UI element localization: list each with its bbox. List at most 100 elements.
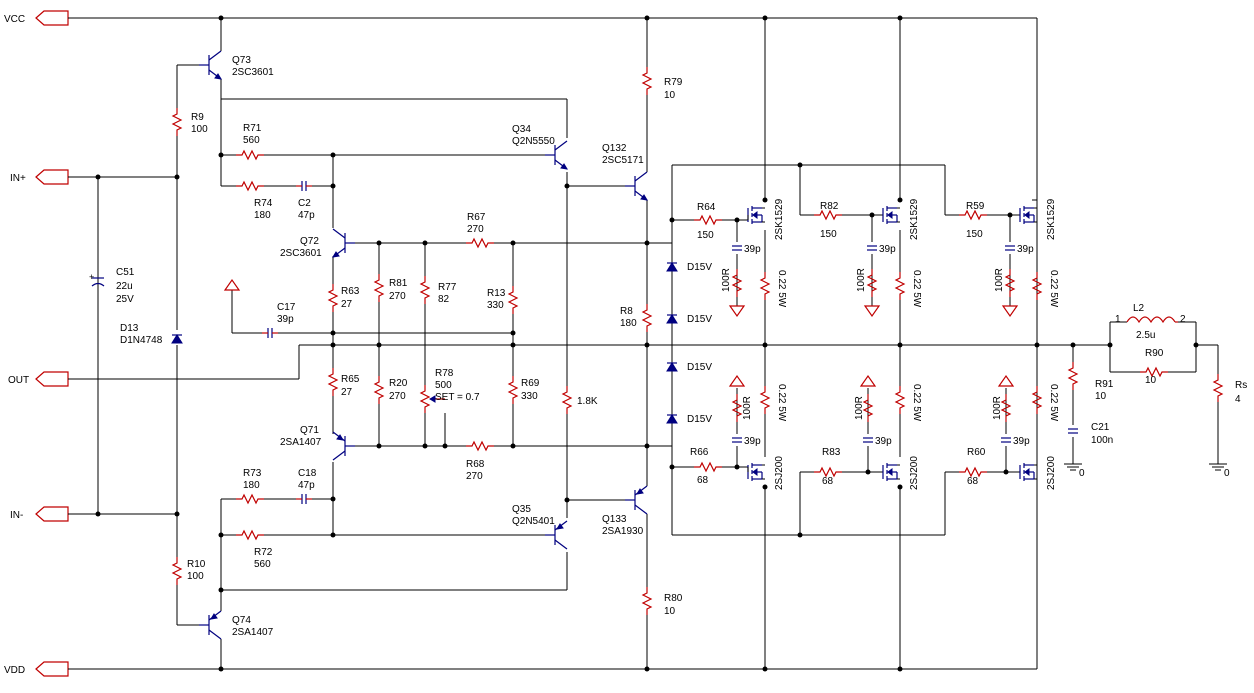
gate-res-lower: 100R 100R 100R	[729, 375, 1014, 423]
q74-ref: Q74	[232, 615, 251, 626]
c17-value: 39p	[277, 314, 294, 325]
q73-part: 2SC3601	[232, 67, 274, 78]
port-vcc: VCC	[4, 10, 69, 26]
r81-value: 270	[389, 291, 406, 302]
rs-load-resistor: Rs 4	[1213, 373, 1247, 405]
r8-ref: R8	[620, 306, 633, 317]
q132-part: 2SC5171	[602, 155, 644, 166]
gate-cap-label-5: 39p	[875, 436, 892, 447]
n-fet-2-part: 2SK1529	[909, 198, 920, 240]
c17-capacitor: C17 39p	[224, 279, 296, 339]
gate-cap-label-3: 39p	[1017, 244, 1034, 255]
r60-value: 68	[967, 476, 979, 487]
p-fet-1-part: 2SJ200	[774, 456, 785, 490]
gate-cap-label-4: 39p	[744, 436, 761, 447]
port-in-minus-label: IN-	[10, 510, 23, 521]
r59-resistor: R59 150	[958, 201, 988, 240]
port-vcc-label: VCC	[4, 14, 25, 25]
q34-transistor: Q34 Q2N5550	[512, 124, 568, 170]
gate-res-label-2: 100R	[856, 268, 867, 292]
c51-rating: 25V	[116, 294, 134, 305]
r77-ref: R77	[438, 282, 457, 293]
gate-res-label-5: 100R	[854, 396, 865, 420]
r71-value: 560	[243, 135, 260, 146]
r9-ref: R9	[191, 112, 204, 123]
r78-set: SET = 0.7	[435, 392, 480, 403]
q132-transistor: Q132 2SC5171	[602, 143, 648, 201]
d13-zener: D13 D1N4748	[120, 323, 183, 346]
r72-value: 560	[254, 559, 271, 570]
wiring	[68, 17, 1219, 670]
q132-ref: Q132	[602, 143, 627, 154]
q72-part: 2SC3601	[280, 248, 322, 259]
q35-transistor: Q35 Q2N5401	[512, 504, 568, 550]
r68-ref: R68	[466, 459, 485, 470]
gate-res-upper: 100R 100R 100R	[721, 268, 1018, 317]
q133-ref: Q133	[602, 514, 627, 525]
r59-value: 150	[966, 229, 983, 240]
r9-resistor: R9 100	[172, 107, 208, 137]
n-fet-3: 2SK1529	[1019, 198, 1057, 240]
r83-value: 68	[822, 476, 834, 487]
port-in-plus: IN+	[10, 169, 69, 185]
r91-resistor: R91 10	[1068, 361, 1114, 402]
l2-pin2: 2	[1180, 314, 1186, 325]
p-fet-2: 2SJ200	[882, 456, 920, 490]
q74-transistor: Q74 2SA1407	[198, 610, 274, 640]
r20-ref: R20	[389, 378, 408, 389]
port-out: OUT	[8, 371, 69, 387]
r91-value: 10	[1095, 391, 1107, 402]
l2-inductor: L2 1 2 2.5u	[1115, 303, 1186, 341]
r77-value: 82	[438, 294, 450, 305]
r65-value: 27	[341, 387, 353, 398]
r63-ref: R63	[341, 286, 360, 297]
c17-ref: C17	[277, 302, 296, 313]
ground-2-label: 0	[1224, 468, 1230, 479]
r13-value: 330	[487, 300, 504, 311]
r-1k8-value: 1.8K	[577, 396, 598, 407]
r10-resistor: R10 100	[172, 556, 206, 586]
r80-ref: R80	[664, 593, 683, 604]
r-1k8-resistor: 1.8K	[562, 385, 598, 415]
r74-ref: R74	[254, 198, 273, 209]
q72-transistor: Q72 2SC3601	[280, 228, 356, 259]
r20-resistor: R20 270	[374, 375, 408, 405]
r72-ref: R72	[254, 547, 273, 558]
source-res-label-2: 0.22 5W	[911, 270, 922, 308]
q133-part: 2SA1930	[602, 526, 644, 537]
zener-label-2: D15V	[687, 314, 712, 325]
n-fet-2: 2SK1529	[882, 198, 920, 240]
ground-1: 0	[1063, 457, 1085, 479]
gate-res-label-3: 100R	[994, 268, 1005, 292]
q71-part: 2SA1407	[280, 437, 322, 448]
r13-ref: R13	[487, 288, 506, 299]
r90-value: 10	[1145, 375, 1157, 386]
r91-ref: R91	[1095, 379, 1114, 390]
junction-dots	[95, 15, 1199, 672]
r60-ref: R60	[967, 447, 986, 458]
r77-resistor: R77 82	[420, 275, 457, 305]
n-fet-1: 2SK1529	[747, 198, 785, 240]
gate-res-label-4: 100R	[742, 396, 753, 420]
port-out-label: OUT	[8, 375, 29, 386]
c51-polarity: +	[89, 272, 94, 282]
n-fet-3-part: 2SK1529	[1046, 198, 1057, 240]
r8-resistor: R8 180	[620, 303, 652, 333]
c2-value: 47p	[298, 210, 315, 221]
r80-resistor: R80 10	[642, 586, 683, 617]
r80-value: 10	[664, 606, 676, 617]
d13-ref: D13	[120, 323, 139, 334]
r65-resistor: R65 27	[328, 367, 360, 398]
r63-value: 27	[341, 299, 353, 310]
c18-capacitor: C18 47p	[295, 468, 317, 505]
port-in-minus: IN-	[10, 506, 69, 522]
r90-resistor: R90 10	[1139, 348, 1169, 386]
q34-part: Q2N5550	[512, 136, 555, 147]
gate-cap-label-6: 39p	[1013, 436, 1030, 447]
port-vdd-label: VDD	[4, 665, 25, 676]
r20-value: 270	[389, 391, 406, 402]
l2-value: 2.5u	[1136, 330, 1155, 341]
r82-ref: R82	[820, 201, 839, 212]
r82-value: 150	[820, 229, 837, 240]
r67-ref: R67	[467, 212, 486, 223]
